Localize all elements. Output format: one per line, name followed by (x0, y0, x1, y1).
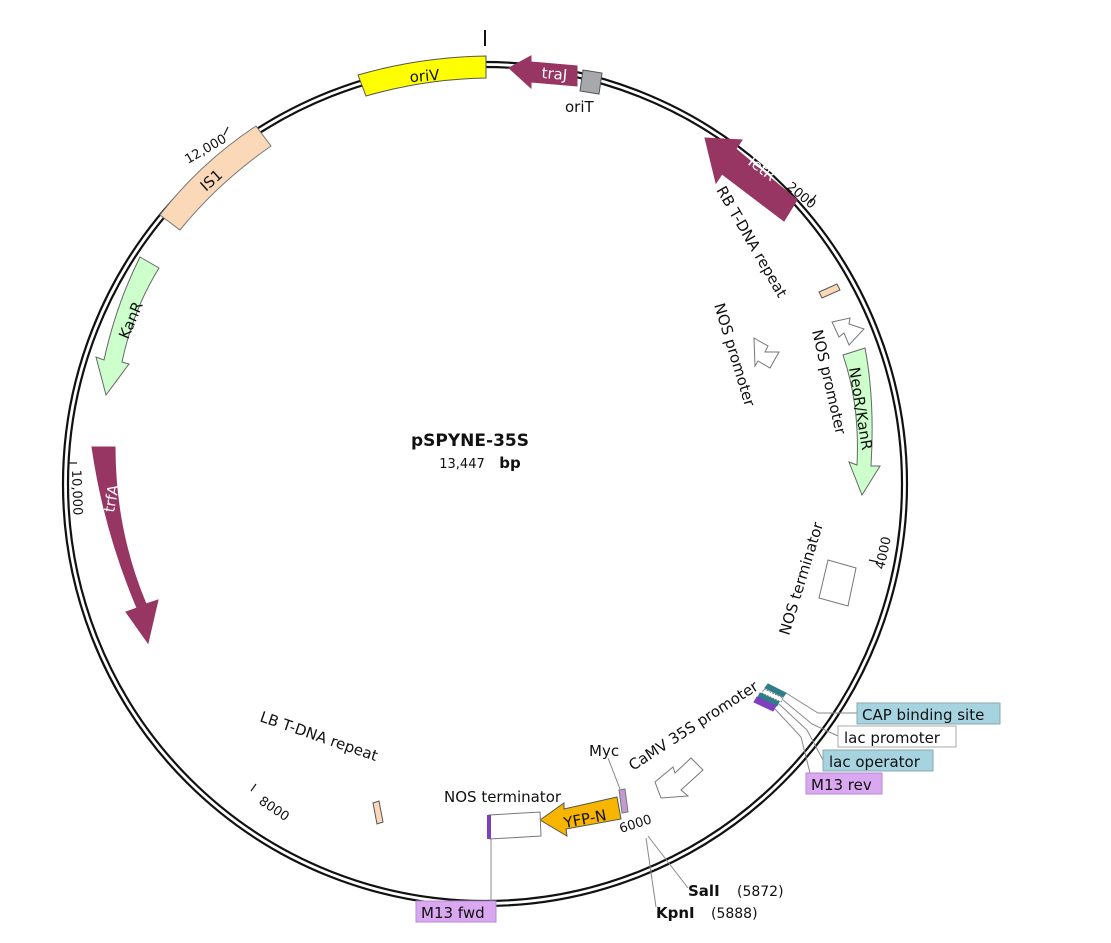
orit-box (579, 69, 603, 95)
plasmid-length-unit: bp (499, 454, 521, 472)
m13-rev-label: M13 rev (811, 776, 872, 794)
tick-label-6000: 6000 (618, 812, 654, 836)
nos-promoter-1-label: NOS promoter (710, 301, 759, 409)
m13-rev-box (805, 772, 883, 795)
rb-repeat-box (818, 283, 841, 299)
nos-terminator-1-box (818, 559, 857, 607)
oriv-label: oriV (409, 66, 441, 87)
m13-rev-feature (753, 696, 777, 712)
m13-fwd-box (415, 900, 497, 923)
orit-label: oriT (565, 98, 595, 116)
leader-m13-rev (774, 708, 811, 774)
traj-arrow (508, 55, 578, 90)
tetr-arrow (704, 137, 798, 222)
lac-operator-feature (757, 692, 780, 707)
neor-kanr-arrow (842, 347, 881, 497)
lac-operator-box (822, 749, 934, 772)
plasmid-length: 13,447 (439, 457, 485, 472)
kanr-arrow (95, 256, 160, 397)
lac-promoter-feature (761, 688, 784, 703)
tick-mark-2000 (809, 194, 817, 204)
is1-box (159, 125, 272, 231)
site-kpni-position: (5888) (711, 906, 758, 922)
lac-promoter-label: lac promoter (844, 729, 941, 747)
lb-repeat-box (372, 800, 384, 825)
nos-terminator-2-box (488, 811, 542, 840)
myc-label: Myc (589, 742, 619, 760)
orivfeature (357, 55, 487, 97)
nos-terminator-1-label: NOS terminator (776, 519, 828, 637)
site-kpni-name: KpnI (656, 904, 695, 922)
camv-35s-arrow (654, 757, 704, 799)
yfp-n-arrow (539, 796, 622, 837)
nos-promoter-2-label: NOS promoter (808, 328, 850, 437)
site-sali-name: SalI (688, 882, 720, 900)
trfa-label: trfA (100, 483, 123, 514)
site-sali-position: (5872) (737, 884, 784, 900)
leader-lac-promoter (782, 699, 839, 737)
m13-fwd-label: M13 fwd (421, 904, 485, 922)
traj-label: traJ (541, 64, 568, 84)
nos-promoter-2-arrow (831, 317, 865, 346)
lac-promoter-box (837, 725, 957, 748)
tick-label-4000: 4000 (873, 535, 895, 570)
trfa-arrow (91, 446, 159, 645)
tick-mark-12000 (223, 126, 229, 136)
tick-label-10000: 10,000 (68, 470, 85, 516)
tick-mark-4000 (868, 559, 879, 563)
myc-feature (618, 788, 629, 814)
nos-terminator-2-label: NOS terminator (444, 788, 562, 806)
tick-label-8000: 8000 (256, 794, 292, 825)
tick-mark-8000 (250, 783, 257, 792)
lb-repeat-label: LB T-DNA repeat (258, 708, 381, 765)
leader-lac-operator (778, 703, 824, 761)
cap-binding-site-feature (764, 683, 787, 698)
leader-cap-binding-site (785, 692, 857, 714)
m13-fwd-feature (487, 815, 491, 839)
camv-35s-label: CaMV 35S promoter (625, 677, 762, 775)
leader-kpni (645, 837, 657, 908)
cap-binding-site-box (856, 702, 1001, 725)
myc-leader (607, 757, 621, 790)
lac-operator-label: lac operator (829, 753, 921, 771)
plasmid-name: pSPYNE-35S (411, 431, 529, 451)
cap-binding-site-label: CAP binding site (862, 706, 984, 724)
nos-promoter-1-arrow (753, 337, 780, 369)
leader-sali (647, 835, 689, 889)
